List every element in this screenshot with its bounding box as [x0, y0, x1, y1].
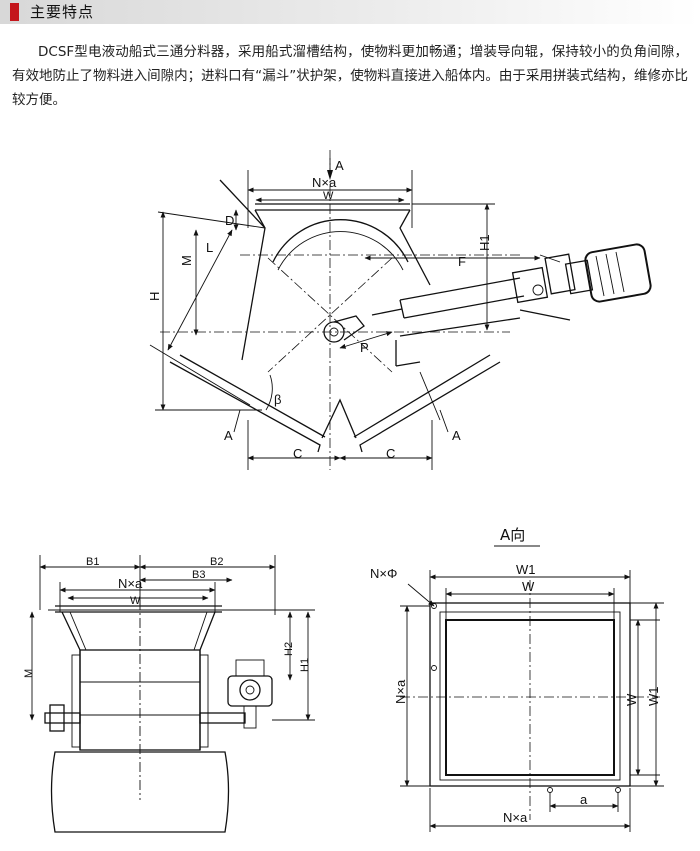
label-h: H: [147, 292, 162, 301]
label-h1: H1: [477, 234, 492, 251]
electro-hydraulic-actuator: [371, 243, 652, 367]
section-marker: [10, 3, 19, 21]
label-a-left: A: [224, 428, 233, 443]
label-h2: H2: [283, 642, 295, 656]
label-c-left: C: [293, 446, 302, 461]
label-p: P: [360, 340, 369, 355]
label-l: L: [206, 240, 213, 255]
label-b2: B2: [210, 556, 223, 568]
label-a-top: A: [335, 158, 344, 173]
section-title: 主要特点: [30, 3, 95, 21]
label-nxa-side: N×a: [118, 576, 143, 591]
intro-text: DCSF型电液动船式三通分料器，采用船式溜槽结构，使物料更加畅通；增装导向辊，保…: [12, 44, 688, 108]
label-h1-side: H1: [299, 658, 311, 672]
label-c-right: C: [386, 446, 395, 461]
label-w1-right: W1: [646, 687, 661, 707]
label-a-right: A: [452, 428, 461, 443]
label-beta: β: [274, 392, 281, 407]
housing-arc: [272, 219, 409, 263]
label-w-top: W: [522, 579, 535, 594]
base-support: [50, 751, 230, 833]
label-w-side: W: [130, 595, 141, 607]
label-w-right: W: [624, 693, 639, 706]
label-b3: B3: [192, 569, 205, 581]
label-d: D: [225, 213, 234, 228]
a-view-title: A向: [500, 526, 525, 544]
label-nxa-bottom: N×a: [503, 810, 528, 825]
dim-p: [339, 331, 393, 349]
label-a-bottom: a: [580, 792, 588, 807]
main-drawing: A N×a W D H1 F M L H P β A A C C: [147, 150, 652, 470]
motor: [584, 243, 652, 303]
label-b1: B1: [86, 556, 99, 568]
leader-n-phi: [407, 583, 435, 607]
a-view-drawing: A向: [370, 526, 664, 832]
label-nxa: N×a: [312, 175, 337, 190]
label-n-phi: N×Φ: [370, 566, 397, 581]
right-outlet-chute: [359, 361, 501, 453]
left-outlet-chute: [169, 361, 321, 453]
label-w: W: [323, 190, 334, 202]
intro-paragraph: DCSF型电液动船式三通分料器，采用船式溜槽结构，使物料更加畅通；增装导向辊，保…: [12, 40, 688, 112]
label-m-side: M: [23, 669, 35, 678]
label-nxa-left: N×a: [393, 679, 408, 704]
side-view-drawing: B1 B2 N×a B3 W M H2 H1: [23, 555, 315, 833]
label-m: M: [179, 255, 194, 266]
section-header: 主要特点: [0, 0, 700, 24]
dim-l: [167, 229, 233, 351]
label-f: F: [458, 254, 466, 269]
label-w1-top: W1: [516, 562, 536, 577]
